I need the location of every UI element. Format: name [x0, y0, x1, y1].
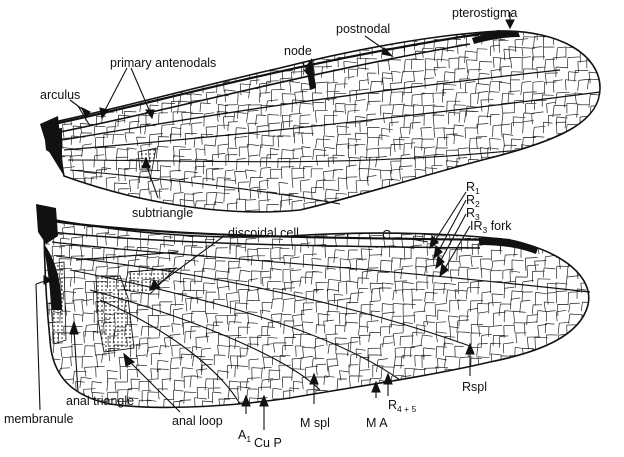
label-primary-antenodals: primary antenodals — [110, 56, 217, 70]
label-node: node — [284, 44, 312, 58]
label-a1: A1 — [238, 428, 252, 444]
label-ma: M A — [366, 416, 388, 430]
label-c: C — [382, 228, 392, 242]
label-ir3-fork: IR3 fork — [470, 219, 512, 235]
label-anal-triangle: anal triangle — [66, 394, 135, 408]
label-anal-loop: anal loop — [172, 414, 223, 428]
label-r3: R3 — [466, 206, 480, 222]
label-cup: Cu P — [254, 436, 282, 450]
label-r1: R1 — [466, 180, 480, 196]
hindwing — [36, 204, 591, 409]
label-arculus: arculus — [40, 88, 81, 102]
label-membranule: membranule — [4, 412, 74, 426]
label-discoidal-cell: discoidal cell — [228, 226, 299, 240]
forewing — [40, 29, 601, 213]
label-rspl: Rspl — [462, 380, 488, 394]
leader-lines — [35, 12, 515, 430]
label-pterostigma: pterostigma — [452, 6, 518, 20]
label-postnodal: postnodal — [336, 22, 391, 36]
label-r4-5: R4 + 5 — [388, 398, 417, 414]
label-r2: R2 — [466, 193, 480, 209]
label-subtriangle: subtriangle — [132, 206, 194, 220]
label-mspl: M spl — [300, 416, 330, 430]
